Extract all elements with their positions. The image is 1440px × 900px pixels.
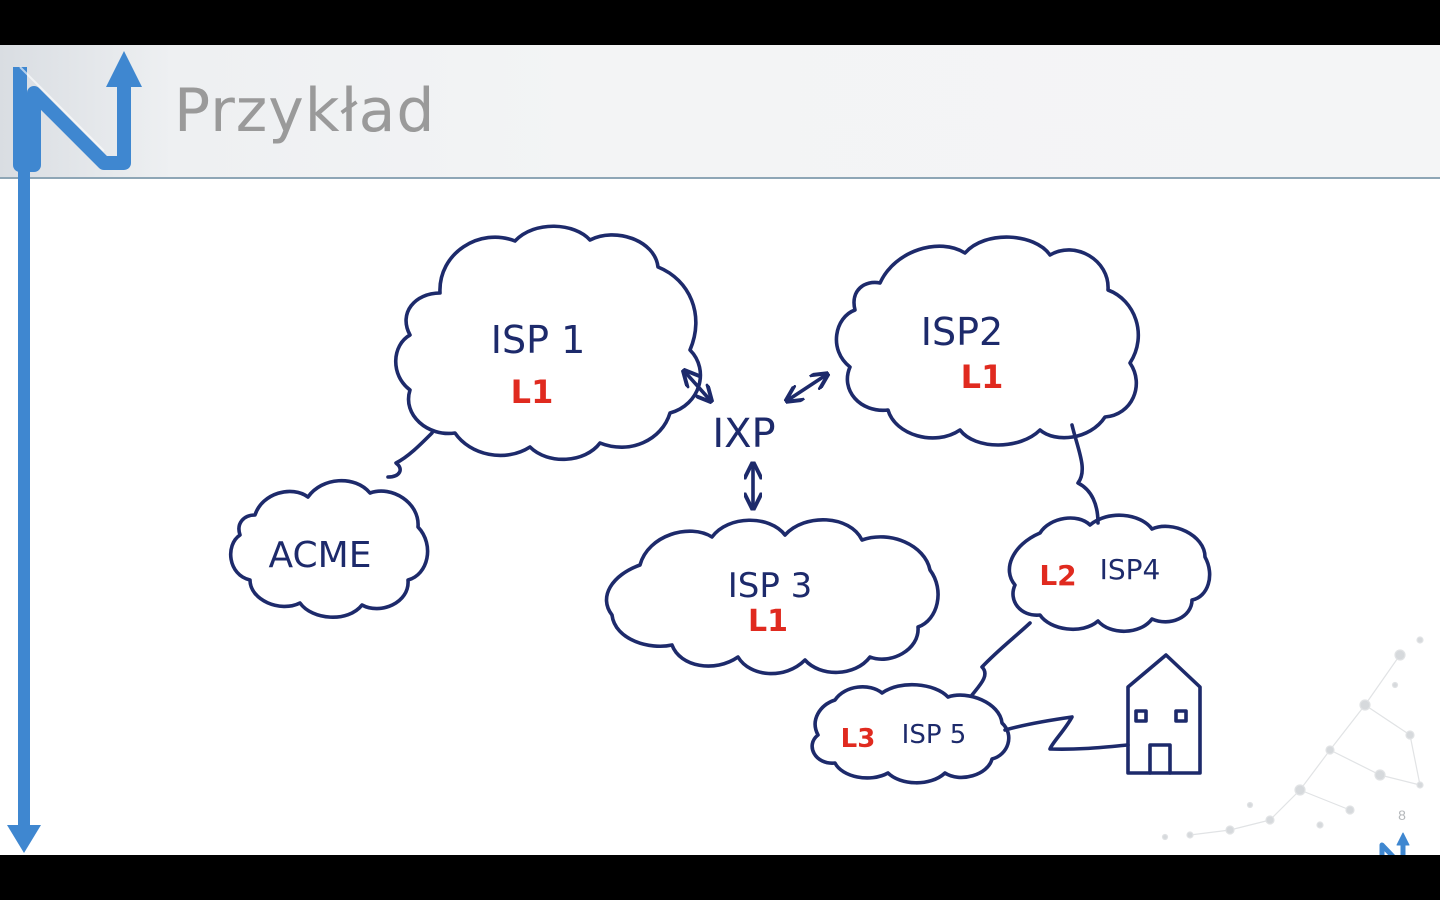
link-isp5-home [1003,715,1130,751]
isp1-name: ISP 1 [491,318,586,362]
link-isp2-isp4 [1070,423,1100,525]
n-arrow-logo-icon [7,51,142,853]
slide: Przykład [0,45,1440,855]
isp4-cloud [1007,513,1212,633]
slide-title: Przykład [174,76,436,146]
acme-cloud [228,478,430,619]
isp5-cloud [810,682,1011,785]
isp4-level: L2 [1039,559,1076,592]
title-bar: Przykład [0,45,1440,179]
link-isp1-acme [386,431,434,479]
isp2-cloud [834,235,1141,447]
isp2-level: L1 [961,358,1004,396]
page-number: 8 [1398,807,1406,823]
isp1-cloud [394,224,703,462]
isp2-name: ISP2 [921,310,1003,354]
acme-name: ACME [269,535,372,576]
dotted-network-decoration [1161,636,1424,841]
isp5-name: ISP 5 [902,720,967,750]
house-icon [1126,653,1202,775]
ixp-label: IXP [712,411,775,457]
isp5-level: L3 [841,724,876,754]
isp3-level: L1 [748,604,788,639]
isp1-level: L1 [511,373,554,411]
small-n-logo-icon [1379,832,1410,855]
isp3-cloud [604,517,940,676]
isp3-name: ISP 3 [728,566,813,606]
network-diagram: ISP 1 L1 ISP2 L1 ISP 3 L1 ACME IXP L2 IS… [7,51,1424,855]
link-isp4-isp5 [970,621,1032,697]
link-isp1-ixp [685,372,710,400]
isp4-name: ISP4 [1100,553,1161,586]
link-isp2-ixp [788,375,826,400]
